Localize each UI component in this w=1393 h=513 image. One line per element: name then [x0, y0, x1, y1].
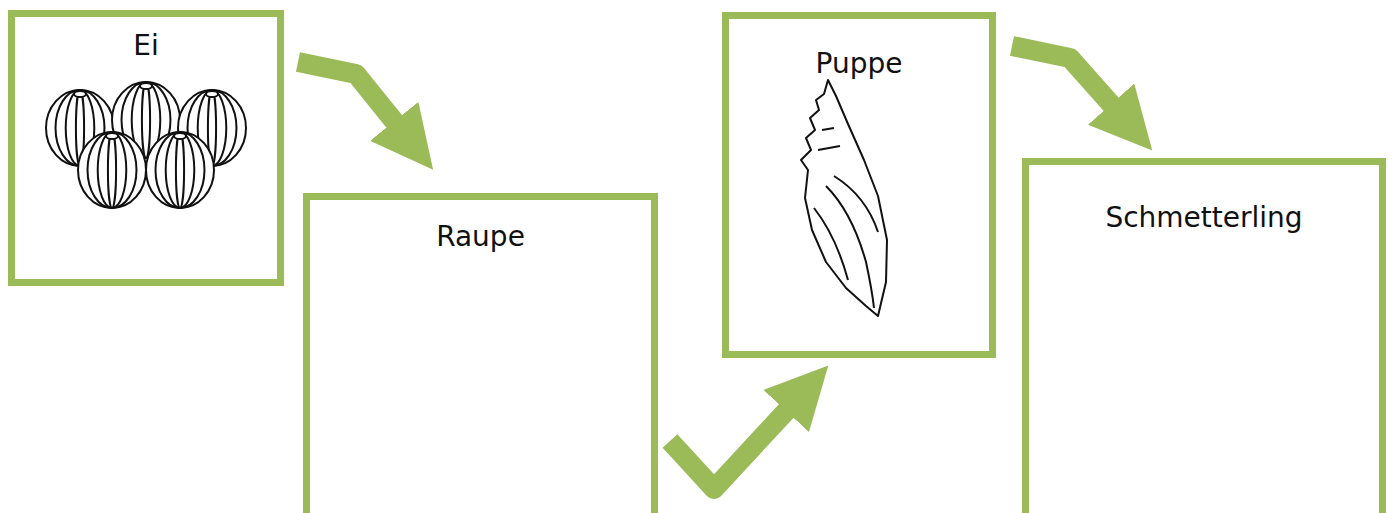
stage-label: Raupe — [310, 222, 651, 253]
arrow-connector — [298, 62, 406, 136]
egg — [112, 82, 180, 158]
stage-label: Puppe — [729, 49, 989, 80]
stage-box: Schmetterling — [1022, 158, 1386, 513]
chrysalis-illustration — [801, 80, 887, 316]
stage-label: Ei — [15, 31, 277, 62]
egg — [146, 132, 214, 208]
stage-box: Raupe — [303, 193, 658, 513]
stage-box: Puppe — [722, 12, 996, 358]
egg-illustration — [46, 82, 246, 208]
stage-label: Schmetterling — [1029, 203, 1379, 234]
arrow-connector — [1012, 46, 1123, 118]
egg — [46, 90, 114, 166]
egg — [178, 90, 246, 166]
egg — [78, 132, 146, 208]
stage-box: Ei — [8, 10, 284, 286]
arrow-connector — [670, 397, 799, 489]
